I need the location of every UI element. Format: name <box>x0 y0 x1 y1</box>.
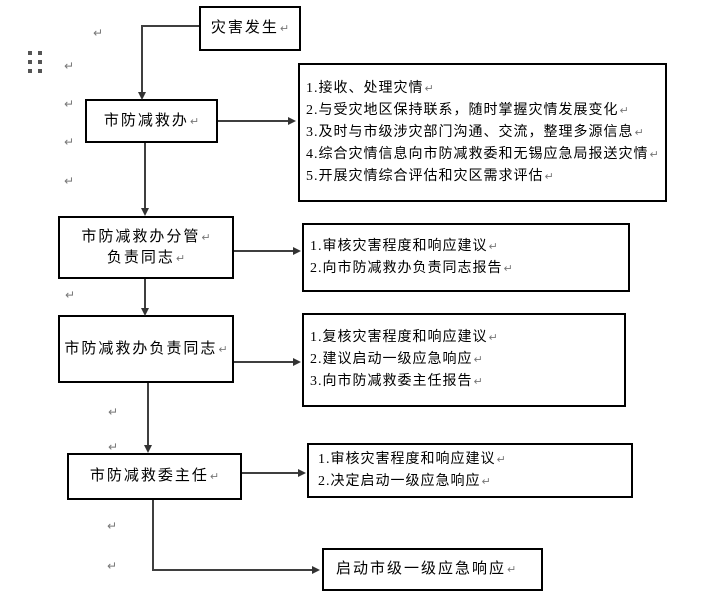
paragraph-mark: ↵ <box>218 342 228 356</box>
detail-item: 4.综合灾情信息向市防减救委和无锡应急局报送灾情 <box>306 146 649 162</box>
paragraph-mark: ↵ <box>201 230 211 244</box>
arrowhead-down-icon <box>138 92 146 100</box>
paragraph-mark: ↵ <box>424 81 434 95</box>
detail-item: 1.接收、处理灾情 <box>306 80 424 96</box>
paragraph-mark: ↵ <box>64 97 75 111</box>
paragraph-mark: ↵ <box>481 474 491 488</box>
paragraph-mark: ↵ <box>488 239 498 253</box>
paragraph-mark: ↵ <box>64 135 75 149</box>
paragraph-mark: ↵ <box>108 440 119 454</box>
arrowhead-right-icon <box>288 117 296 125</box>
paragraph-mark: ↵ <box>175 251 186 265</box>
detail-item: 1.复核灾害程度和响应建议 <box>310 330 488 345</box>
arrowhead-down-icon <box>141 308 149 316</box>
arrowhead-right-icon <box>298 469 306 477</box>
detail-item: 1.审核灾害程度和响应建议 <box>318 451 496 467</box>
detail-item: 3.及时与市级涉灾部门沟通、交流，整理多源信息 <box>306 124 634 140</box>
connector-deputy-to-detail2 <box>234 250 294 252</box>
connector-start-to-office <box>142 25 199 27</box>
arrowhead-down-icon <box>141 208 149 216</box>
detail-item: 2.决定启动一级应急响应 <box>318 473 481 489</box>
paragraph-mark: ↵ <box>503 261 513 275</box>
arrowhead-right-icon <box>312 566 320 574</box>
detail-item: 5.开展灾情综合评估和灾区需求评估 <box>306 168 544 184</box>
arrowhead-right-icon <box>293 247 301 255</box>
flow-node-reduction-office[interactable]: 市防减救办↵ <box>85 99 218 143</box>
node-label: 市防减救办负责同志 <box>64 340 218 357</box>
connector-office-to-deputy <box>144 143 146 209</box>
paragraph-mark: ↵ <box>473 353 483 366</box>
arrowhead-down-icon <box>144 445 152 453</box>
paragraph-mark: ↵ <box>507 563 517 576</box>
node-label: 负责同志 <box>106 249 175 266</box>
handle-dot <box>28 51 32 55</box>
handle-dot <box>28 69 32 73</box>
connector-responsible-to-director <box>147 383 149 446</box>
paragraph-mark: ↵ <box>107 519 118 533</box>
handle-dot <box>38 69 42 73</box>
connector-director-to-launch <box>152 569 313 571</box>
paragraph-mark: ↵ <box>488 331 498 344</box>
paragraph-mark: ↵ <box>108 405 119 419</box>
paragraph-mark: ↵ <box>209 470 220 483</box>
detail-box-director-tasks[interactable]: 1.审核灾害程度和响应建议↵ 2.决定启动一级应急响应↵ <box>307 443 633 498</box>
connector-start-to-office <box>141 25 143 93</box>
paragraph-mark: ↵ <box>64 59 75 73</box>
flow-node-launch-response[interactable]: 启动市级一级应急响应↵ <box>322 548 543 591</box>
detail-item: 2.向市防减救办负责同志报告 <box>310 260 503 276</box>
paragraph-mark: ↵ <box>107 559 118 573</box>
paragraph-mark: ↵ <box>65 288 76 302</box>
detail-item: 2.建议启动一级应急响应 <box>310 352 473 367</box>
paragraph-mark: ↵ <box>496 452 506 466</box>
paragraph-mark: ↵ <box>279 22 290 35</box>
node-label: 市防减救委主任 <box>89 468 209 484</box>
paragraph-mark: ↵ <box>544 169 554 183</box>
flow-node-deputy-comrade[interactable]: 市防减救办分管↵ 负责同志↵ <box>58 216 234 279</box>
handle-dot <box>38 51 42 55</box>
node-label: 市防减救办分管 <box>81 228 201 245</box>
paragraph-mark: ↵ <box>64 174 75 188</box>
paragraph-mark: ↵ <box>619 103 629 117</box>
node-label: 灾害发生 <box>210 20 279 36</box>
flow-node-committee-director[interactable]: 市防减救委主任↵ <box>67 453 242 500</box>
detail-box-deputy-tasks[interactable]: 1.审核灾害程度和响应建议↵ 2.向市防减救办负责同志报告↵ <box>302 223 630 292</box>
node-label: 市防减救办 <box>103 112 189 129</box>
detail-item: 3.向市防减救委主任报告 <box>310 374 473 389</box>
paragraph-mark: ↵ <box>473 375 483 388</box>
paragraph-mark: ↵ <box>93 26 104 40</box>
detail-box-responsible-tasks[interactable]: 1.复核灾害程度和响应建议↵ 2.建议启动一级应急响应↵ 3.向市防减救委主任报… <box>302 313 626 407</box>
connector-director-to-detail4 <box>242 472 299 474</box>
detail-item: 1.审核灾害程度和响应建议 <box>310 238 488 254</box>
paragraph-mark: ↵ <box>189 114 200 128</box>
node-label: 启动市级一级应急响应 <box>336 561 507 577</box>
connector-deputy-to-responsible <box>144 279 146 309</box>
paragraph-mark: ↵ <box>649 147 659 161</box>
connector-director-to-launch <box>152 500 154 571</box>
table-move-handle-icon[interactable] <box>26 50 44 76</box>
connector-responsible-to-detail3 <box>234 361 294 363</box>
connector-office-to-detail1 <box>218 120 289 122</box>
paragraph-mark: ↵ <box>634 125 644 139</box>
detail-item: 2.与受灾地区保持联系，随时掌握灾情发展变化 <box>306 102 619 118</box>
flow-node-responsible-comrade[interactable]: 市防减救办负责同志↵ <box>58 315 234 383</box>
handle-dot <box>38 60 42 64</box>
detail-box-office-tasks[interactable]: 1.接收、处理灾情↵ 2.与受灾地区保持联系，随时掌握灾情发展变化↵ 3.及时与… <box>298 63 667 202</box>
arrowhead-right-icon <box>293 358 301 366</box>
handle-dot <box>28 60 32 64</box>
flow-node-disaster-occurs[interactable]: 灾害发生↵ <box>199 6 301 51</box>
